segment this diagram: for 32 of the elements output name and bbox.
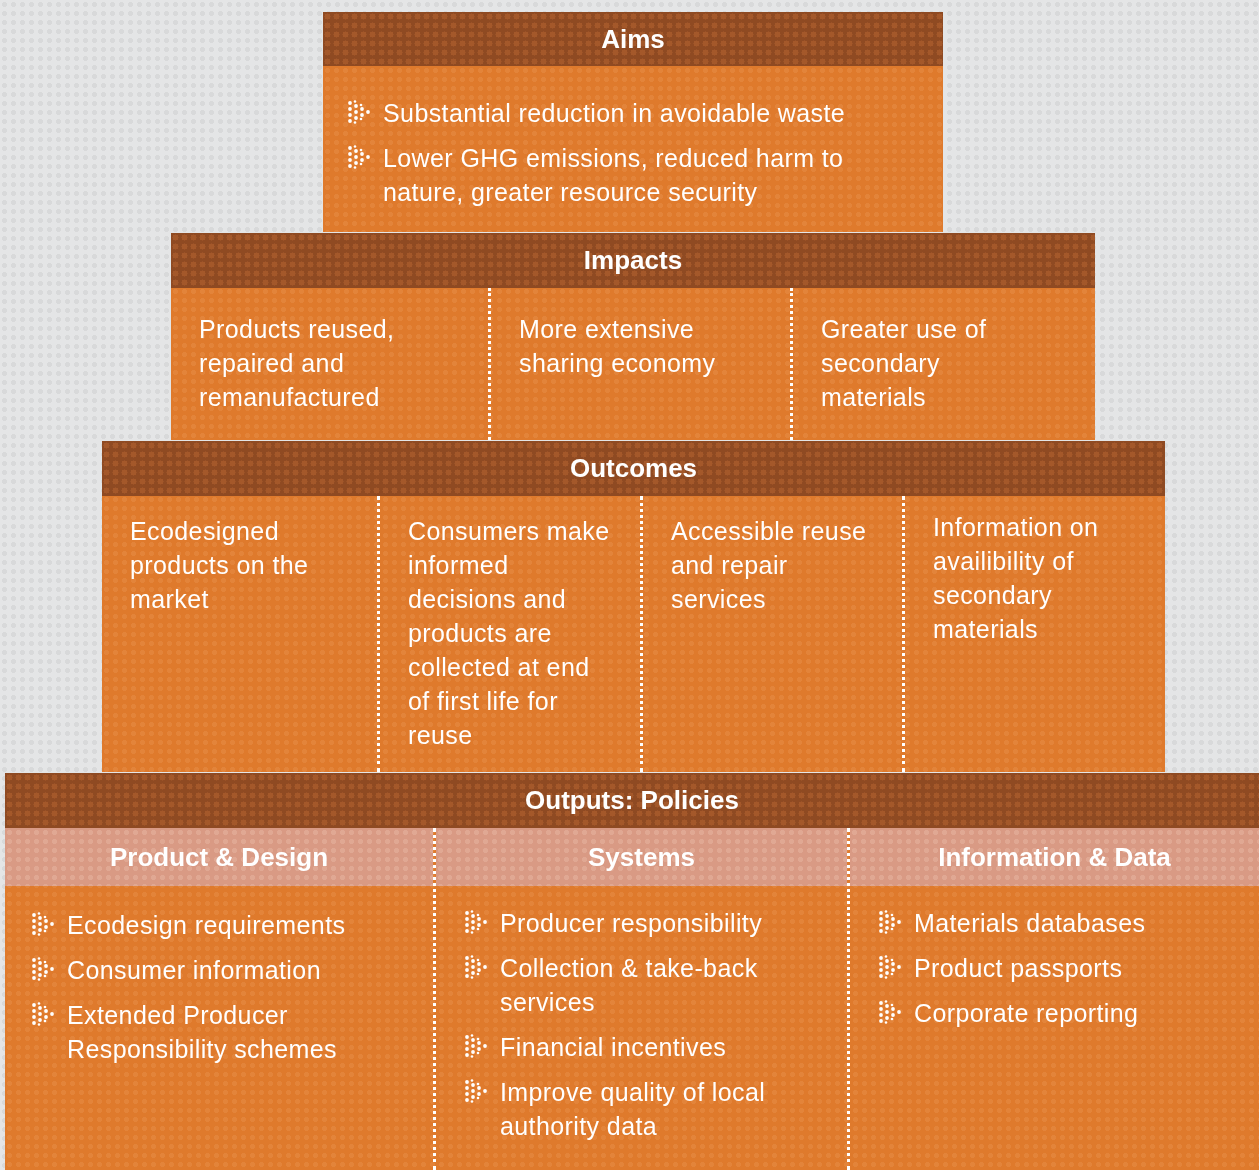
body-text: Ecodesigned products on the market	[130, 516, 310, 615]
column-heading: Product & Design	[5, 828, 433, 886]
tier-heading: Outcomes	[102, 441, 1165, 496]
bullet-text: Materials databases	[914, 908, 1146, 939]
column-panel	[847, 828, 1259, 1170]
column-heading: Systems	[436, 828, 847, 886]
bullet-text: Corporate reporting	[914, 998, 1139, 1029]
bullet-text: Product passports	[914, 953, 1123, 984]
bullet-text: Extended Producer Responsibility schemes	[67, 1000, 339, 1065]
body-text: Information on availibility of secondary materials	[933, 512, 1100, 645]
body-text: Greater use of secondary materials	[821, 314, 988, 413]
bullet-text: Improve quality of local authority data	[500, 1077, 767, 1142]
bullet-text: Collection & take-back services	[500, 953, 759, 1018]
bullet-text: Consumer information	[67, 955, 321, 986]
body-text: Products reused, repaired and remanufactured	[199, 314, 396, 413]
column-heading: Information & Data	[850, 828, 1259, 886]
bullet-text: Producer responsibility	[500, 908, 763, 939]
bullet-text: Lower GHG emissions, reduced harm to nature, greater resource security	[383, 143, 845, 208]
tier-panel	[5, 773, 1259, 1170]
tier-heading: Aims	[323, 12, 943, 66]
body-text: More extensive sharing economy	[519, 314, 717, 379]
tier-panel	[171, 233, 1095, 440]
bullet-text: Substantial reduction in avoidable waste	[383, 98, 846, 129]
tier-panel	[102, 441, 1165, 772]
bullet-text: Financial incentives	[500, 1032, 727, 1063]
body-text: Accessible reuse and repair services	[671, 516, 868, 615]
body-text: Consumers make informed decisions and products are collected at end of first life for reuse	[408, 516, 610, 751]
column-panel	[433, 828, 847, 1170]
tier-heading: Outputs: Policies	[5, 773, 1259, 828]
tier-heading: Impacts	[171, 233, 1095, 288]
bullet-text: Ecodesign requirements	[67, 910, 346, 941]
tier-panel	[323, 12, 943, 232]
